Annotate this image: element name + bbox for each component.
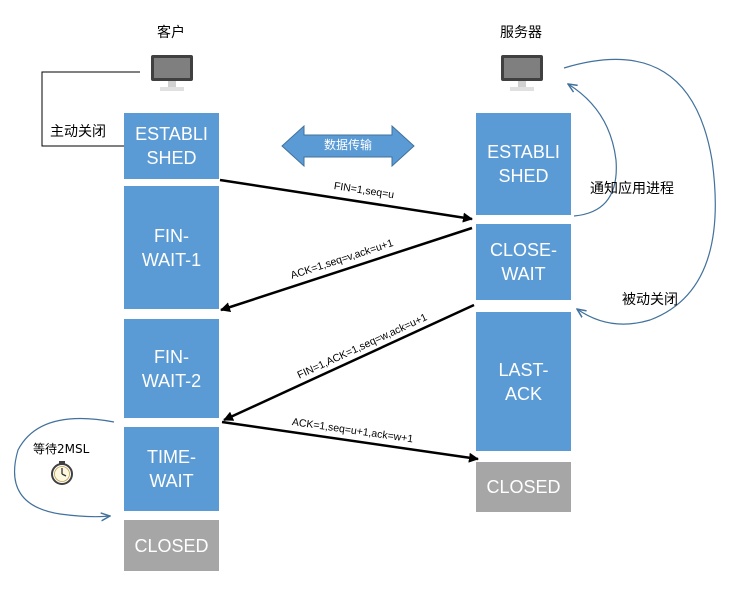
wait-2msl-curve <box>14 417 115 517</box>
passive-close-curve <box>563 58 716 325</box>
client-state-fin-wait-2: FIN- WAIT-2 <box>124 319 219 418</box>
client-state-established: ESTABLI SHED <box>124 113 219 179</box>
server-state-established: ESTABLI SHED <box>476 113 571 215</box>
server-state-close-wait-label: CLOSE- WAIT <box>489 240 558 284</box>
client-state-fin-wait-1-label: FIN- WAIT-1 <box>141 225 202 270</box>
client-state-fin-wait-2-label: FIN- WAIT-2 <box>141 346 202 391</box>
client-state-closed: CLOSED <box>124 520 219 571</box>
msg-fin-arrow <box>219 178 473 223</box>
client-state-time-wait-label: TIME- WAIT <box>147 447 196 491</box>
client-state-closed-label: CLOSED <box>134 535 209 556</box>
client-state-time-wait: TIME- WAIT <box>124 427 219 511</box>
msg-fin-ack-arrow <box>223 303 475 422</box>
client-state-established-label: ESTABLI SHED <box>135 124 208 168</box>
server-computer-icon <box>501 55 543 91</box>
active-close-connector <box>41 71 140 147</box>
client-computer-icon <box>151 55 193 91</box>
server-state-last-ack-label: LAST- ACK <box>498 359 549 404</box>
server-state-close-wait: CLOSE- WAIT <box>476 224 571 300</box>
client-state-fin-wait-1: FIN- WAIT-1 <box>124 186 219 309</box>
server-state-last-ack: LAST- ACK <box>476 312 571 451</box>
server-state-established-label: ESTABLI SHED <box>487 142 560 186</box>
data-transfer-label: 数据传输 <box>323 138 372 152</box>
notify-app-curve <box>568 84 617 217</box>
msg-final-ack-arrow <box>221 420 479 463</box>
clock-icon <box>51 461 73 485</box>
server-state-closed-label: CLOSED <box>486 477 561 497</box>
server-state-closed: CLOSED <box>476 462 571 512</box>
client-title: 客户 <box>157 25 185 41</box>
passive-close-label: 被动关闭 <box>622 292 678 308</box>
notify-app-label: 通知应用进程 <box>590 181 674 197</box>
msg-ack-arrow <box>220 226 473 312</box>
server-title: 服务器 <box>500 25 542 41</box>
wait-2msl-label: 等待2MSL <box>33 442 90 456</box>
active-close-label: 主动关闭 <box>50 124 106 140</box>
data-transfer-arrow <box>281 124 415 168</box>
